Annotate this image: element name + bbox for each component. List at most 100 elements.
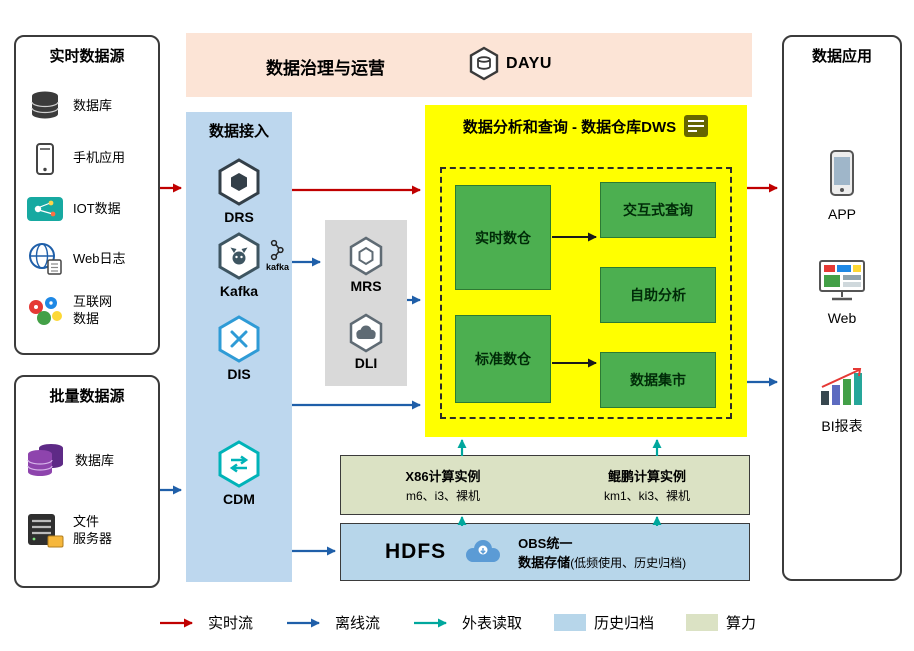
app-phone-icon [830,150,854,196]
dws-panel: 数据分析和查询 - 数据仓库DWS 实时数仓 标准数仓 交互式查询 自助分析 数… [425,105,747,437]
warehouse-realtime: 实时数仓 [455,185,551,290]
obs-cloud-icon [466,540,501,562]
kunpeng-title: 鲲鹏计算实例 [607,469,686,484]
proc-item-dli: DLI [325,313,407,371]
legend: 实时流 离线流 外表读取 历史归档 算力 [0,612,914,633]
web-monitor-icon [819,260,865,301]
proc-label-dli: DLI [354,355,378,371]
source-label: 文件 服务器 [73,514,113,546]
realtime-sources-panel: 实时数据源 数据库 手机应用 IOT数据 [14,35,160,355]
legend-external-read: 外表读取 [412,612,522,633]
realtime-sources-title: 实时数据源 [49,48,125,65]
source-label: 数据库 [73,98,113,114]
batch-sources-title: 批量数据源 [49,388,125,405]
bi-report-icon [821,368,862,405]
batch-database-icon [24,439,68,483]
service-self-analysis: 自助分析 [600,267,716,323]
mobile-app-icon [24,142,66,176]
drs-icon [218,158,260,206]
data-ingest-panel: 数据接入 DRS kafka Kafka DIS CDM [186,112,292,582]
batch-sources-panel: 批量数据源 数据库 文件 服务器 [14,375,160,588]
mrs-icon [349,236,383,276]
realtime-sources-list: 数据库 手机应用 IOT数据 Web日志 [24,71,154,345]
service-interactive-query-label: 交互式查询 [623,202,693,218]
app-label: Web [827,310,857,326]
proc-item-mrs: MRS [325,236,407,294]
source-item-iot: IOT数据 [24,194,154,224]
legend-label: 算力 [726,615,757,632]
legend-compute-power: 算力 [686,612,756,633]
dayu-logo-text: DAYU [506,55,552,72]
source-label: IOT数据 [73,200,121,216]
compute-power-swatch [686,614,719,631]
legend-label: 历史归档 [594,615,655,632]
service-interactive-query: 交互式查询 [600,182,716,238]
obs-line1: OBS统一 [518,536,573,551]
x86-title: X86计算实例 [405,469,481,484]
source-item-web-log: Web日志 [24,242,154,276]
proc-label-mrs: MRS [350,278,382,294]
kafka-icon [218,232,260,280]
cdm-icon [218,440,260,488]
batch-sources-list: 数据库 文件 服务器 [24,411,154,578]
source-item-file-server: 文件 服务器 [24,512,154,550]
legend-label: 离线流 [334,615,380,632]
external-read-arrow-icon [413,618,447,627]
obs-line2-bold: 数据存储 [518,555,571,570]
source-label: Web日志 [73,250,126,266]
dayu-logo: DAYU [468,46,552,82]
source-label: 手机应用 [73,150,126,166]
kafka-logo-icon [271,239,285,261]
source-item-database: 数据库 [24,89,154,123]
warehouse-standard-label: 标准数仓 [475,351,531,367]
legend-label: 实时流 [207,615,253,632]
warehouse-realtime-label: 实时数仓 [475,229,531,246]
iot-icon [24,194,66,224]
kunpeng-subtitle: km1、ki3、裸机 [603,489,690,503]
processing-panel: MRS DLI [325,220,407,386]
service-data-mart: 数据集市 [600,352,716,408]
source-item-mobile-app: 手机应用 [24,142,154,176]
source-item-batch-database: 数据库 [24,439,154,483]
warehouse-standard: 标准数仓 [455,315,551,403]
data-apps-title: 数据应用 [811,48,872,65]
x86-compute: X86计算实例 m6、i3、裸机 [341,456,545,514]
service-self-analysis-label: 自助分析 [630,287,686,303]
legend-history-archive: 历史归档 [554,612,654,633]
dws-icon [684,115,709,137]
ingest-item-dis: DIS [186,315,292,382]
kunpeng-compute: 鲲鹏计算实例 km1、ki3、裸机 [545,456,749,514]
app-item-app: APP [784,149,900,222]
hdfs-label: HDFS [385,540,447,563]
dayu-hexagon-icon [469,46,499,81]
app-item-bi: BI报表 [784,367,900,436]
source-item-internet-data: 互联网 数据 [24,294,154,327]
data-apps-panel: 数据应用 APP Web BI报表 [782,35,902,581]
obs-line2: 数据存储(低频使用、历史归档) [518,552,686,571]
realtime-flow-arrow-icon [159,618,193,627]
database-icon [24,89,66,123]
kafka-mini-logo: kafka [266,238,289,272]
dws-title: 数据分析和查询 - 数据仓库DWS [462,118,677,136]
app-label: APP [827,206,856,222]
ingest-label-cdm: CDM [223,491,255,507]
file-server-icon [24,512,66,550]
ingest-item-kafka: kafka Kafka [186,232,292,299]
offline-flow-arrow-icon [286,618,320,627]
data-ingest-title: 数据接入 [208,123,269,140]
internet-data-icon [24,295,66,327]
obs-text: OBS统一 数据存储(低频使用、历史归档) [518,533,686,571]
legend-offline-flow: 离线流 [285,612,380,633]
ingest-label-dis: DIS [227,366,251,382]
dws-inner-box [440,167,732,419]
compute-panel: X86计算实例 m6、i3、裸机 鲲鹏计算实例 km1、ki3、裸机 [340,455,750,515]
ingest-label-kafka: Kafka [219,283,259,299]
ingest-item-drs: DRS [186,158,292,225]
service-data-mart-label: 数据集市 [630,372,686,388]
obs-note: (低频使用、历史归档) [570,556,687,570]
ingest-label-drs: DRS [224,209,254,225]
kafka-logo-label: kafka [265,262,289,272]
dws-title-row: 数据分析和查询 - 数据仓库DWS [425,114,747,138]
dis-icon [218,315,260,363]
storage-panel: HDFS OBS统一 数据存储(低频使用、历史归档) [340,523,750,581]
